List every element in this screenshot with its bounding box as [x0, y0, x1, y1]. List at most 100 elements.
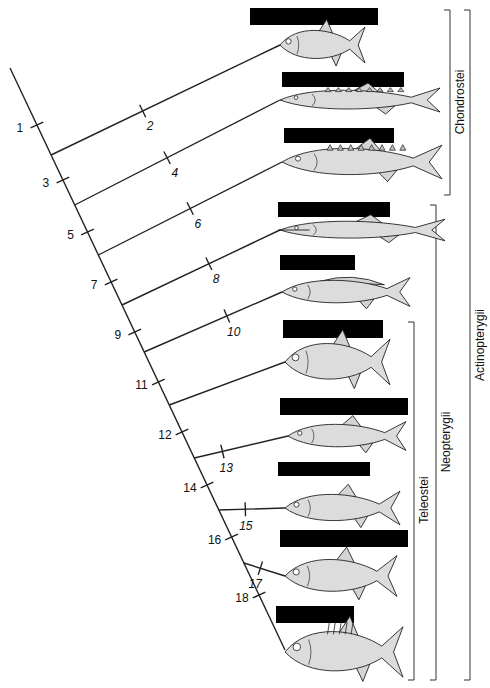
- tick-mark: [105, 279, 118, 285]
- fish-eye: [293, 569, 299, 575]
- fish-body: [280, 27, 365, 63]
- fish-scute: [325, 88, 331, 92]
- branch-number: 6: [195, 217, 202, 231]
- chondrostei-bracket: [444, 10, 450, 195]
- node-number: 16: [208, 533, 221, 547]
- branch-line: [169, 362, 285, 405]
- fish-scute: [356, 88, 362, 92]
- tick-mark: [225, 534, 238, 540]
- fish-gill: [312, 94, 315, 106]
- tick-mark: [221, 445, 224, 459]
- fish-scute: [389, 145, 395, 151]
- tick-mark: [140, 105, 146, 118]
- fish-scute: [348, 145, 354, 151]
- clade-name: Actinopterygii: [473, 309, 487, 381]
- tick-mark: [128, 329, 141, 335]
- fish-gill: [314, 154, 317, 171]
- fish-body: [282, 145, 442, 179]
- branch-line: [98, 162, 282, 255]
- node-number: 18: [235, 591, 248, 605]
- branch-number: 15: [239, 519, 252, 533]
- redacted-name: [283, 320, 383, 338]
- branch-line: [244, 563, 285, 576]
- fish-gill: [306, 351, 308, 374]
- tree-lines: [10, 45, 288, 650]
- branch-line: [219, 508, 285, 510]
- tick-mark: [31, 122, 44, 128]
- branch-number: 2: [147, 119, 154, 133]
- tick-mark: [253, 592, 266, 598]
- node-number: 12: [158, 428, 171, 442]
- fish-drawing: [285, 547, 397, 600]
- tick-mark: [176, 429, 189, 435]
- fish-eye: [294, 502, 299, 507]
- node-number: 5: [67, 228, 74, 242]
- fish-scute: [398, 88, 404, 92]
- branch-line: [144, 292, 282, 352]
- fish-scute: [379, 145, 385, 151]
- fish-eye: [298, 431, 302, 435]
- branch-number: 10: [227, 325, 240, 339]
- branch-line: [122, 230, 280, 305]
- fish-gill: [313, 225, 316, 236]
- tick-mark: [57, 177, 70, 183]
- fish-body: [285, 556, 397, 597]
- tick-mark: [206, 257, 212, 270]
- clade-name: Teleostei: [417, 476, 431, 523]
- fish-body: [285, 627, 403, 677]
- tick-mark: [164, 152, 170, 164]
- fish-drawing: [280, 83, 440, 114]
- fish-body: [288, 422, 406, 451]
- node-number: 7: [91, 278, 98, 292]
- fish-drawing: [282, 138, 442, 181]
- tick-mark: [201, 482, 214, 488]
- tick-mark: [187, 202, 193, 214]
- branch-line: [194, 436, 288, 458]
- tick-mark: [224, 310, 230, 323]
- node-number: 3: [43, 176, 50, 190]
- fish-eye: [286, 39, 291, 44]
- fish-scute: [369, 145, 375, 151]
- fish-scute: [346, 88, 352, 92]
- branch-number: 8: [213, 272, 220, 286]
- node-number: 14: [183, 481, 196, 495]
- tick-mark: [152, 379, 165, 385]
- tick-mark: [244, 502, 246, 516]
- node-number: 11: [135, 378, 147, 392]
- fish-gill: [312, 429, 314, 443]
- fish-gill: [308, 285, 311, 299]
- fish-scute: [400, 145, 406, 151]
- trunk-line: [10, 68, 285, 650]
- clade-name: Chondrostei: [453, 70, 467, 135]
- fish-eye: [295, 156, 300, 161]
- tick-mark: [258, 562, 262, 575]
- redacted-name: [276, 606, 354, 623]
- fish-scute: [337, 145, 343, 151]
- fish-drawing: [285, 484, 400, 527]
- neopterygii-bracket: [430, 205, 436, 680]
- fish-eye: [293, 287, 297, 291]
- fish-eye: [294, 96, 298, 100]
- fish-scute: [387, 88, 393, 92]
- fish-eye: [292, 354, 299, 361]
- fish-spine: [327, 622, 329, 635]
- branch-line: [75, 100, 280, 205]
- fish-scute: [377, 88, 383, 92]
- node-number: 9: [114, 328, 121, 342]
- fish-drawing: [285, 616, 403, 681]
- teleostei-bracket: [408, 322, 414, 680]
- fish-spine: [333, 622, 335, 635]
- fish-gill: [308, 500, 310, 517]
- fish-body: [280, 88, 440, 112]
- redacted-name: [280, 255, 355, 270]
- fish-body: [285, 491, 400, 525]
- fish-snout: [278, 230, 310, 231]
- fish-spine: [345, 622, 347, 635]
- fish-spine: [351, 622, 353, 635]
- redacted-name: [278, 202, 390, 217]
- redacted-name: [280, 530, 408, 547]
- redacted-name: [284, 128, 394, 143]
- fish-gill: [309, 639, 311, 664]
